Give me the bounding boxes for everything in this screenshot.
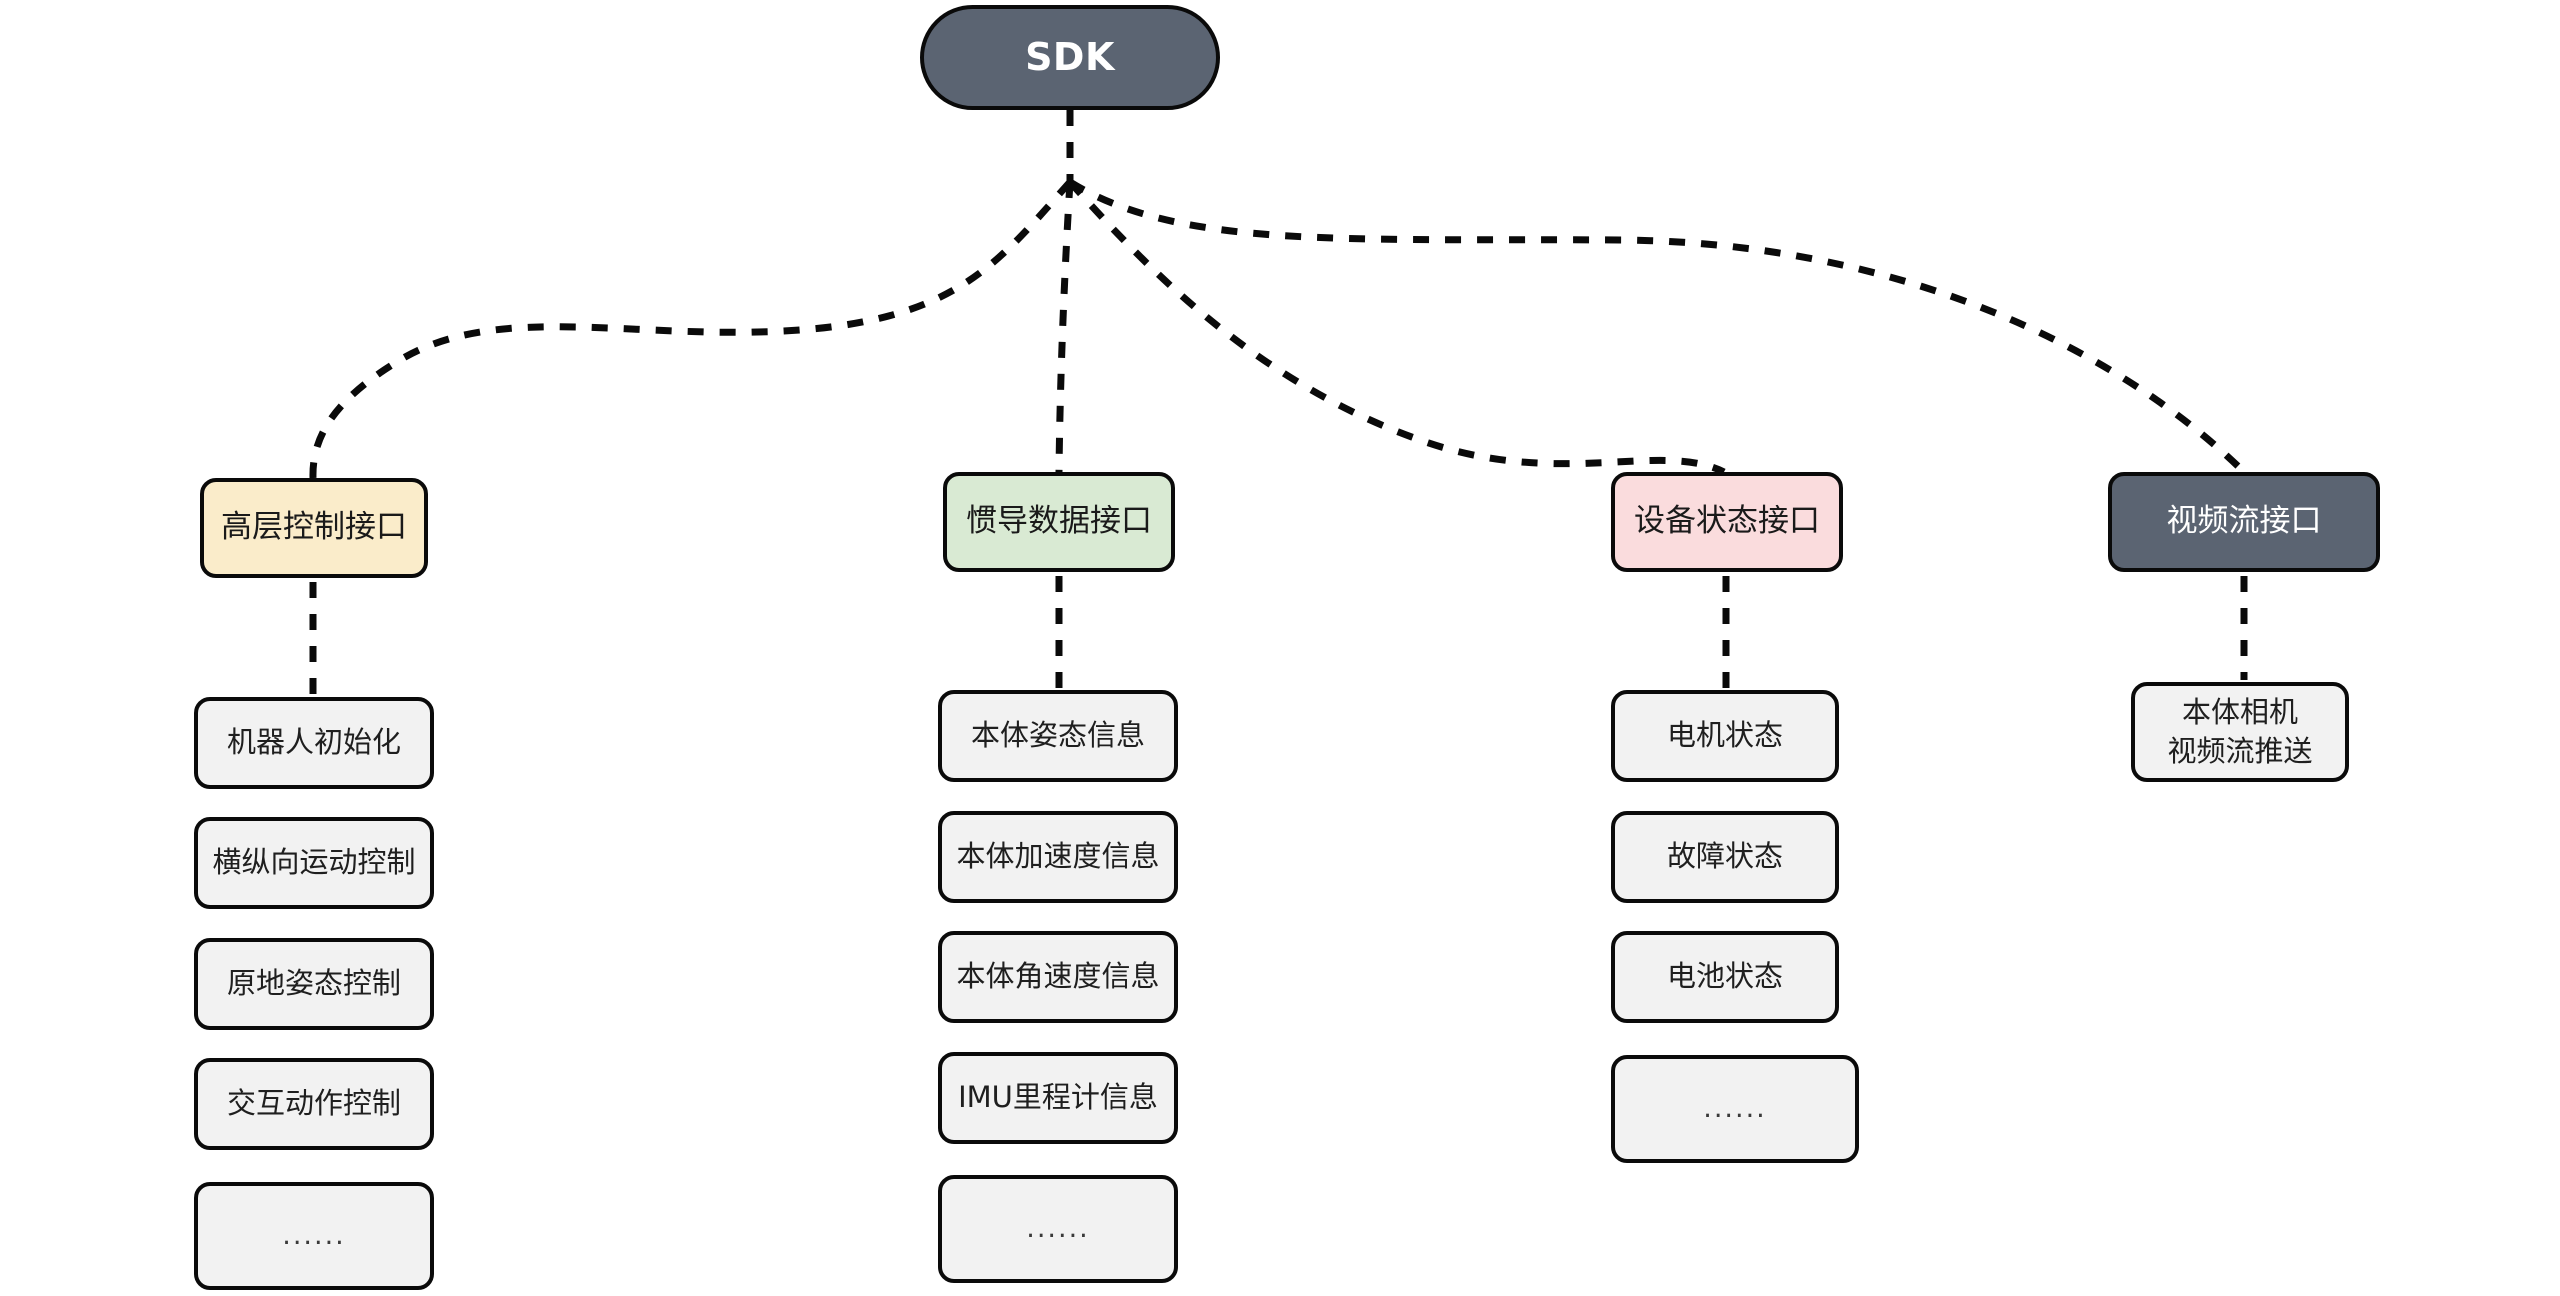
node-inertial-data-more[interactable]: ...... xyxy=(938,1175,1178,1283)
node-robot-init[interactable]: 机器人初始化 xyxy=(194,697,434,789)
node-fault-status[interactable]: 故障状态 xyxy=(1611,811,1839,903)
edge-sdk-to-inertial-data xyxy=(1055,181,1074,473)
node-sdk[interactable]: SDK xyxy=(920,5,1220,110)
edge-sdk-to-high-level-control xyxy=(309,179,1073,479)
node-body-camera-video-push[interactable]: 本体相机 视频流推送 xyxy=(2131,682,2349,782)
node-device-status-more[interactable]: ...... xyxy=(1611,1055,1859,1163)
node-battery-status[interactable]: 电池状态 xyxy=(1611,931,1839,1023)
node-high-level-control-more[interactable]: ...... xyxy=(194,1182,434,1290)
node-motor-status[interactable]: 电机状态 xyxy=(1611,690,1839,782)
node-in-place-posture-control[interactable]: 原地姿态控制 xyxy=(194,938,434,1030)
node-body-attitude-info[interactable]: 本体姿态信息 xyxy=(938,690,1178,782)
node-imu-odometry-info[interactable]: IMU里程计信息 xyxy=(938,1052,1178,1144)
node-body-angular-velocity-info[interactable]: 本体角速度信息 xyxy=(938,931,1178,1023)
node-lateral-longitudinal-motion-control[interactable]: 横纵向运动控制 xyxy=(194,817,434,909)
node-device-status-interface[interactable]: 设备状态接口 xyxy=(1611,472,1843,572)
node-interactive-action-control[interactable]: 交互动作控制 xyxy=(194,1058,434,1150)
edge-sdk-to-device-status xyxy=(1067,179,1726,476)
node-inertial-data-interface[interactable]: 惯导数据接口 xyxy=(943,472,1175,572)
edge-sdk-to-video-stream xyxy=(1068,179,2247,475)
node-body-acceleration-info[interactable]: 本体加速度信息 xyxy=(938,811,1178,903)
node-high-level-control-interface[interactable]: 高层控制接口 xyxy=(200,478,428,578)
node-video-stream-interface[interactable]: 视频流接口 xyxy=(2108,472,2380,572)
